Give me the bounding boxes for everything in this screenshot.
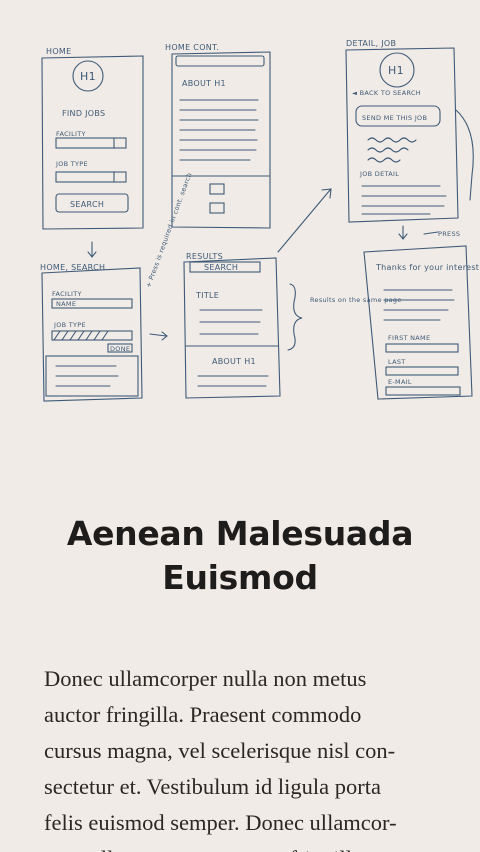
sketch-frame-thanks: Thanks for your interest FIRST NAME LAST… — [363, 245, 479, 400]
sketch-search-2: SEARCH — [204, 263, 238, 272]
sketch-job-type-2: JOB TYPE — [53, 321, 86, 329]
sketch-frame-home-cont: HOME CONT. ABOUT H1 — [165, 43, 271, 229]
sketch-email: E-MAIL — [388, 378, 412, 386]
article-heading-line-1: Aenean Malesuada — [66, 514, 414, 553]
sketch-frame-home-search: HOME, SEARCH FACILITY NAME JOB TYPE DONE… — [40, 172, 193, 402]
wireframe-sketch-image: HOME H1 FIND JOBS FACILITY JOB TYPE SEAR… — [0, 0, 480, 420]
sketch-send-job: SEND ME THIS JOB — [362, 114, 427, 122]
sketch-job-type: JOB TYPE — [55, 160, 88, 168]
sketch-frame-detail: DETAIL, JOB H1 ◄ BACK TO SEARCH SEND ME … — [345, 39, 474, 240]
sketch-back-to-search: ◄ BACK TO SEARCH — [352, 89, 421, 97]
sketch-label-home-search: HOME, SEARCH — [40, 263, 105, 272]
sketch-h1: H1 — [80, 70, 96, 83]
paragraph-line: Donec ullamcorper nulla non metus — [44, 666, 367, 691]
paragraph-line: cursus magna, vel scelerisque nisl con- — [44, 738, 396, 763]
sketch-find-jobs: FIND JOBS — [62, 109, 105, 118]
sketch-first-name: FIRST NAME — [388, 334, 430, 342]
sketch-facility-2: FACILITY — [52, 290, 82, 298]
sketch-label-home: HOME — [46, 47, 71, 56]
sketch-results-note: Results on the same page — [310, 296, 402, 304]
sketch-label-results: RESULTS — [186, 252, 223, 261]
article-heading-line-2: Euismod — [162, 558, 318, 597]
sketch-job-detail: JOB DETAIL — [359, 170, 399, 178]
sketch-name: NAME — [56, 300, 76, 308]
sketch-frame-home: HOME H1 FIND JOBS FACILITY JOB TYPE SEAR… — [41, 47, 144, 258]
paragraph-line: felis euismod semper. Donec ullamcor- — [44, 810, 397, 835]
sketch-title: TITLE — [195, 291, 219, 300]
sketch-last: LAST — [388, 358, 406, 366]
article-paragraph: Donec ullamcorper nulla non metus auctor… — [44, 661, 444, 852]
sketch-facility: FACILITY — [56, 130, 86, 138]
sketch-label-detail: DETAIL, JOB — [346, 39, 396, 48]
paragraph-line: per nulla non metus auctor fringilla. — [44, 841, 444, 852]
sketch-detail-h1: H1 — [388, 64, 404, 77]
sketch-about-h1-2: ABOUT H1 — [212, 357, 256, 366]
article-heading: Aenean Malesuada Euismod — [40, 512, 440, 600]
sketch-frame-results: RESULTS SEARCH TITLE ABOUT H1 Results on… — [183, 188, 402, 399]
sketch-label-home-cont: HOME CONT. — [165, 43, 219, 52]
sketch-search-button: SEARCH — [70, 200, 104, 209]
sketch-about-h1: ABOUT H1 — [182, 79, 226, 88]
paragraph-line: auctor fringilla. Praesent commodo — [44, 702, 362, 727]
sketch-press-note: PRESS — [438, 230, 460, 238]
sketch-done: DONE — [110, 345, 130, 353]
sketch-note-press: + Press is required in cont. search — [144, 172, 193, 289]
paragraph-line: sectetur et. Vestibulum id ligula porta — [44, 774, 382, 799]
sketch-thanks: Thanks for your interest — [375, 263, 479, 272]
